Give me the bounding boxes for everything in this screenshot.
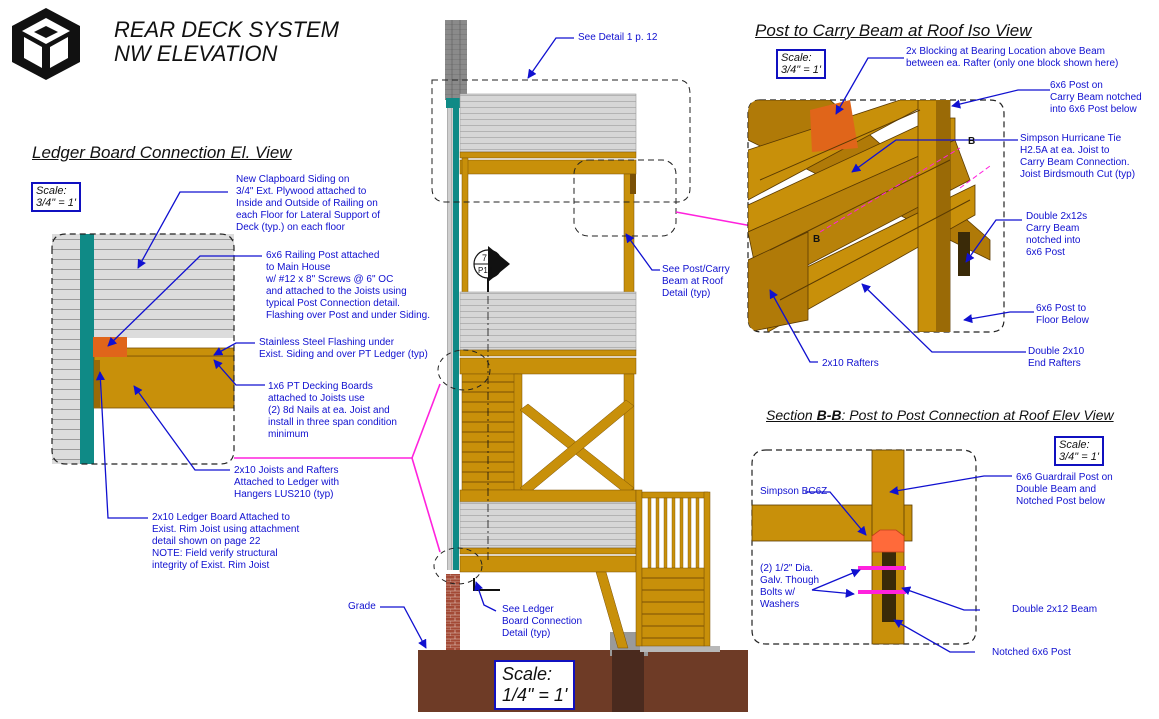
iso-scale-box: Scale: 3/4" = 1'	[776, 49, 826, 79]
note-2x10-rafters: 2x10 Rafters	[822, 358, 879, 369]
drawing-title: REAR DECK SYSTEM NW ELEVATION	[114, 18, 339, 66]
iso-view-drawing	[747, 99, 1005, 333]
note-blocking: 2x Blocking at Bearing Location above Be…	[906, 46, 1119, 69]
elevation-scale-label: Scale:	[502, 664, 553, 684]
section-bb-title-prefix: Section	[766, 407, 817, 423]
company-logo	[12, 8, 80, 80]
ledger-scale-value: 3/4" = 1'	[36, 197, 76, 209]
iso-scale-value: 3/4" = 1'	[781, 64, 821, 76]
elevation-drawing	[418, 20, 748, 712]
ledger-scale-label: Scale:	[36, 185, 67, 197]
ledger-scale-box: Scale: 3/4" = 1'	[31, 182, 81, 212]
ledger-view-title: Ledger Board Connection El. View	[32, 143, 292, 162]
magenta-connectors	[234, 211, 753, 553]
leader-lines	[95, 37, 1050, 653]
section-mark-b-lower: B	[813, 234, 821, 245]
section-bb-title-rest: : Post to Post Connection at Roof Elev V…	[841, 407, 1114, 423]
section-bb-scale-box: Scale: 3/4" = 1'	[1054, 436, 1104, 466]
drawing-title-line1: REAR DECK SYSTEM	[114, 17, 339, 42]
elevation-scale-value: 1/4" = 1'	[502, 685, 568, 705]
note-double-2x12-beam: Double 2x12 Beam	[1012, 604, 1098, 615]
note-grade: Grade	[348, 601, 376, 612]
section-bb-drawing	[751, 449, 977, 645]
section-bb-title-mark: B-B	[816, 407, 842, 423]
note-simpson-bc6z: Simpson BC6Z	[760, 486, 828, 497]
section-bb-scale-value: 3/4" = 1'	[1059, 451, 1099, 463]
section-mark-b-upper: B	[968, 136, 976, 147]
iso-scale-label: Scale:	[781, 52, 812, 64]
drawing-title-line2: NW ELEVATION	[114, 41, 278, 66]
section-marker-page: P18	[478, 266, 493, 275]
note-see-detail: See Detail 1 p. 12	[578, 32, 658, 43]
elevation-scale-box: Scale: 1/4" = 1'	[494, 660, 576, 710]
iso-view-title: Post to Carry Beam at Roof Iso View	[755, 21, 1032, 40]
section-bb-scale-label: Scale:	[1059, 439, 1090, 451]
section-marker-number: 7	[482, 253, 488, 263]
note-notched-post: Notched 6x6 Post	[992, 647, 1071, 658]
section-bb-title: Section B-B: Post to Post Connection at …	[766, 407, 1114, 423]
ledger-detail-drawing	[51, 233, 235, 465]
